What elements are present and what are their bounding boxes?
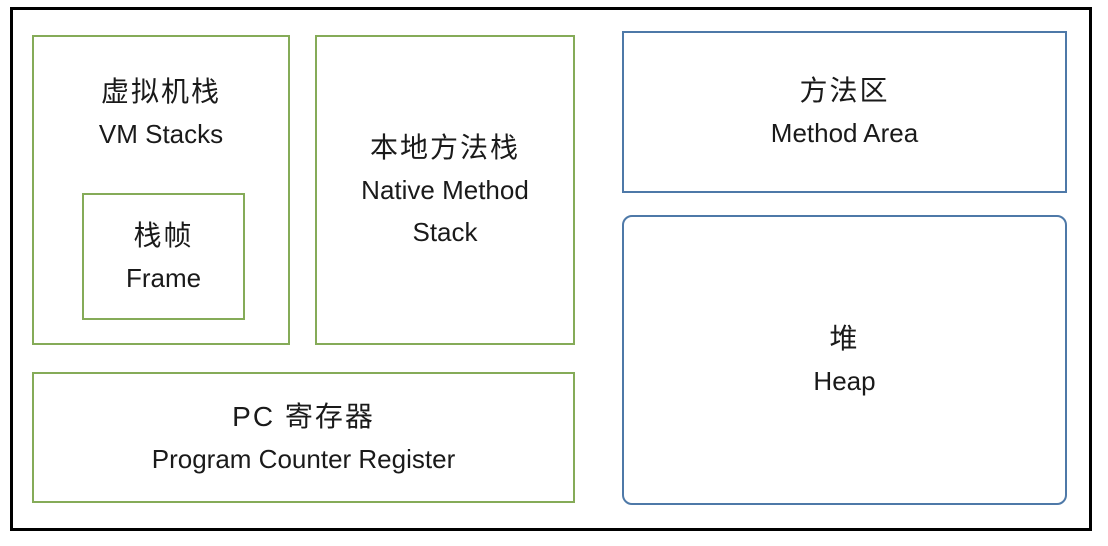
vm-stacks-label-en: VM Stacks: [98, 119, 224, 149]
native-method-stack-box: 本地方法栈 Native Method Stack: [315, 35, 575, 345]
pc-register-label-zh: PC 寄存器: [232, 400, 375, 432]
stack-frame-box: 栈帧 Frame: [82, 193, 245, 320]
native-method-stack-label-en-1: Native Method: [361, 175, 529, 205]
method-area-box: 方法区 Method Area: [622, 31, 1067, 193]
frame-label-zh: 栈帧: [133, 219, 194, 251]
native-method-stack-label-zh: 本地方法栈: [369, 132, 520, 163]
pc-register-box: PC 寄存器 Program Counter Register: [32, 372, 575, 503]
heap-label-en: Heap: [813, 366, 876, 396]
pc-register-label-en: Program Counter Register: [151, 443, 456, 474]
method-area-label-en: Method Area: [770, 118, 919, 148]
vm-stacks-label-zh: 虚拟机栈: [100, 76, 221, 107]
heap-label-zh: 堆: [829, 323, 860, 354]
method-area-label-zh: 方法区: [799, 75, 890, 106]
native-method-stack-label-en-2: Stack: [412, 217, 478, 247]
heap-box: 堆 Heap: [622, 215, 1067, 505]
frame-label-en: Frame: [125, 262, 202, 293]
